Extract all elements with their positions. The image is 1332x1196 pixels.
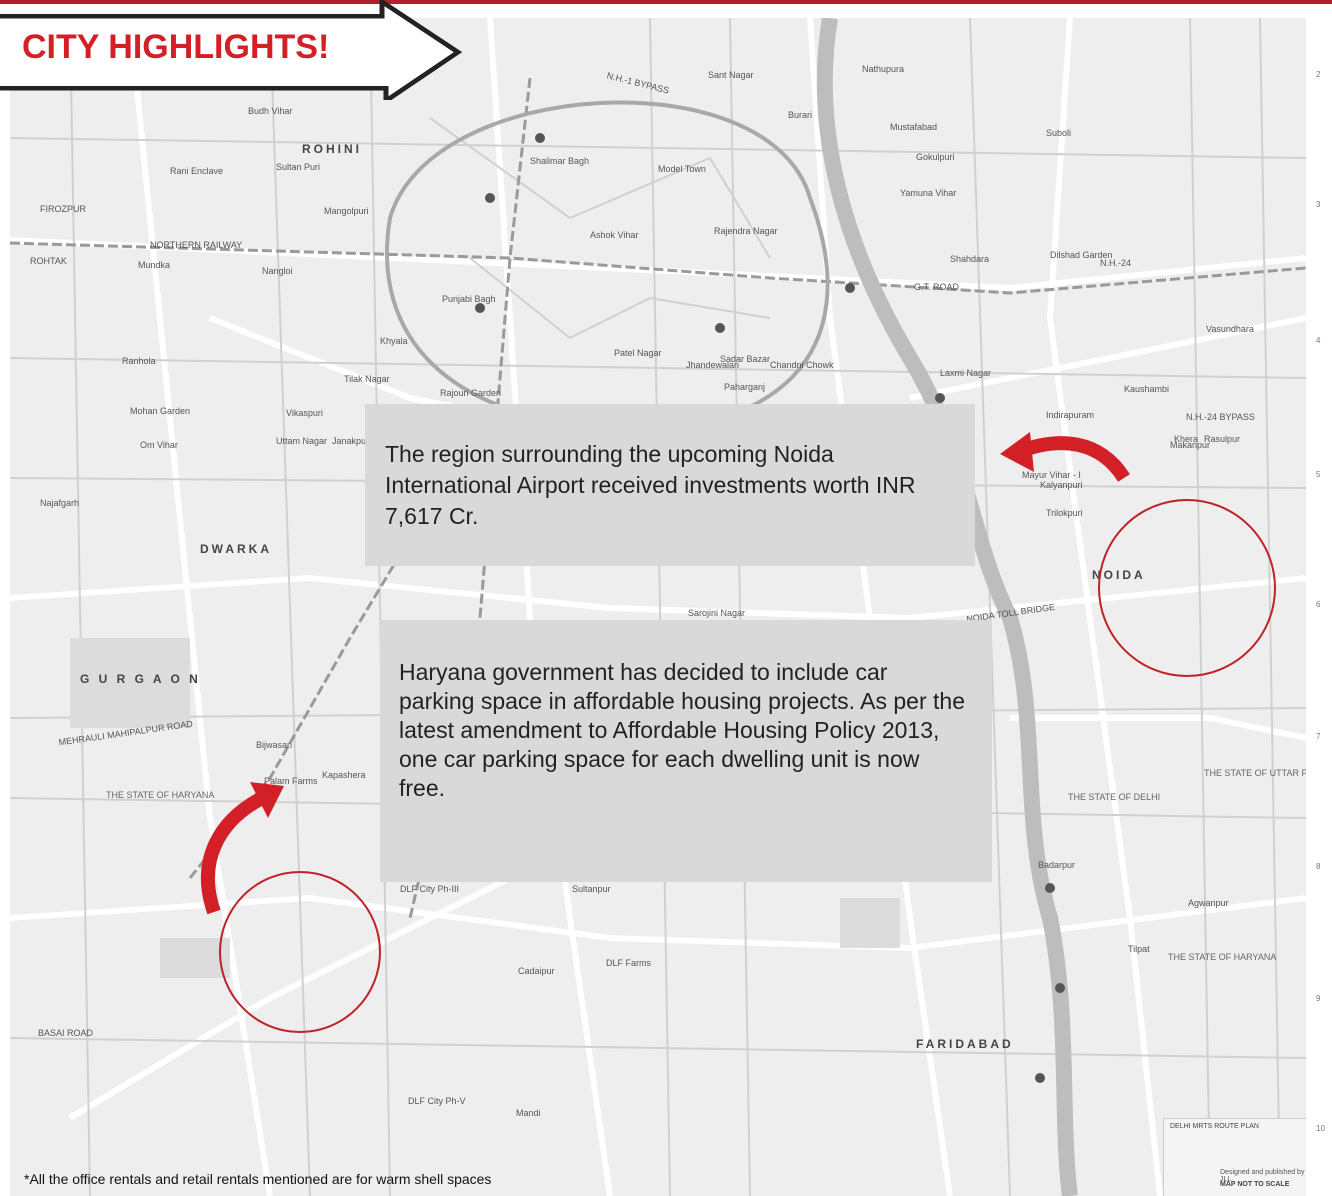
- place-label: Mohan Garden: [130, 406, 191, 416]
- road-label: G.T. ROAD: [914, 282, 960, 292]
- top-accent-bar: [0, 0, 1332, 4]
- grid-number: 9: [1316, 994, 1321, 1003]
- place-label: Janakpuri: [332, 436, 372, 446]
- place-label: Sant Nagar: [708, 70, 754, 80]
- haryana-parking-callout: Haryana government has decided to includ…: [380, 620, 992, 882]
- place-label: Om Vihar: [140, 440, 178, 450]
- grid-number: 6: [1316, 600, 1321, 609]
- state-label-haryana-east: THE STATE OF HARYANA: [1168, 952, 1277, 962]
- place-label: Suboli: [1046, 128, 1072, 138]
- place-label: Badarpur: [1038, 860, 1076, 870]
- place-label: Cadaipur: [518, 966, 555, 976]
- place-label: Agwanpur: [1188, 898, 1229, 908]
- noida-airport-callout-text: The region surrounding the upcoming Noid…: [385, 441, 916, 529]
- grid-number: 4: [1316, 336, 1321, 345]
- place-label: Mundka: [138, 260, 171, 270]
- road-label: BASAI ROAD: [38, 1028, 94, 1038]
- grid-number: 7: [1316, 732, 1321, 741]
- grid-number: 10: [1316, 1124, 1325, 1133]
- place-label: DLF City Ph-III: [400, 884, 460, 894]
- state-label-delhi: THE STATE OF DELHI: [1068, 792, 1161, 802]
- map-roads-layer: [10, 18, 1306, 1196]
- place-label: Burari: [788, 110, 813, 120]
- place-label: Mayur Vihar - I: [1022, 470, 1081, 480]
- place-label: Nathupura: [862, 64, 905, 74]
- place-label: Sadar Bazar: [720, 354, 771, 364]
- place-label: Kaushambi: [1124, 384, 1170, 394]
- haryana-parking-callout-text: Haryana government has decided to includ…: [399, 659, 965, 801]
- place-label: Jhandewalan: [686, 360, 740, 370]
- place-label: Khyala: [380, 336, 408, 346]
- state-label-uttar-pradesh: THE STATE OF UTTAR PRADESH: [1204, 768, 1306, 778]
- delhi-ncr-map: ROHINI DWARKA NOIDA G U R G A O N FARIDA…: [10, 18, 1306, 1196]
- place-label: Vasundhara: [1206, 324, 1254, 334]
- road-label: NORTHERN RAILWAY: [150, 240, 243, 250]
- place-label: Kapashera: [322, 770, 366, 780]
- place-label: Mandi: [516, 1108, 541, 1118]
- legend-scale-note: MAP NOT TO SCALE: [1220, 1181, 1290, 1188]
- state-label-haryana: THE STATE OF HARYANA: [106, 790, 215, 800]
- region-label-gurgaon: G U R G A O N: [80, 672, 201, 686]
- place-label: Sarojini Nagar: [688, 608, 746, 618]
- city-highlights-banner: CITY HIGHLIGHTS!: [0, 0, 470, 106]
- banner-title: CITY HIGHLIGHTS!: [22, 28, 330, 66]
- region-label-rohini: ROHINI: [302, 142, 362, 156]
- place-label: Chandni Chowk: [770, 360, 834, 370]
- grid-number: 5: [1316, 470, 1321, 479]
- road-label: FIROZPUR: [40, 204, 86, 214]
- place-label: DLF City Ph-V: [408, 1096, 466, 1106]
- region-label-dwarka: DWARKA: [200, 542, 272, 556]
- place-label: Model Town: [658, 164, 706, 174]
- place-label: Mustafabad: [890, 122, 938, 132]
- place-label: Dilshad Garden: [1050, 250, 1113, 260]
- place-label: Palam Farms: [264, 776, 318, 786]
- grid-number: 3: [1316, 200, 1321, 209]
- region-label-noida: NOIDA: [1092, 568, 1146, 582]
- legend-title: DELHI MRTS ROUTE PLAN: [1170, 1123, 1259, 1130]
- place-label: Shahdara: [950, 254, 990, 264]
- legend-credit: Designed and published by JLL: [1220, 1169, 1305, 1183]
- place-label: Bijwasan: [256, 740, 293, 750]
- place-label: Sultan Puri: [276, 162, 321, 172]
- map-legend: DELHI MRTS ROUTE PLAN Designed and publi…: [1163, 1118, 1306, 1196]
- region-label-faridabad: FARIDABAD: [916, 1037, 1014, 1051]
- place-label: DLF Farms: [606, 958, 651, 968]
- place-label: Rajendra Nagar: [714, 226, 778, 236]
- place-label: Yamuna Vihar: [900, 188, 957, 198]
- place-label: Trilokpuri: [1046, 508, 1083, 518]
- place-label: Laxmi Nagar: [940, 368, 992, 378]
- place-label: Najafgarh: [40, 498, 80, 508]
- place-label: Vikaspuri: [286, 408, 323, 418]
- grid-number: 2: [1316, 70, 1321, 79]
- place-label: Khera: [1174, 434, 1199, 444]
- place-label: Gokulpuri: [916, 152, 955, 162]
- place-label: Budh Vihar: [248, 106, 293, 116]
- place-label: Ashok Vihar: [590, 230, 639, 240]
- place-label: Nangloi: [262, 266, 293, 276]
- place-label: Sultanpur: [572, 884, 611, 894]
- place-label: Ranhola: [122, 356, 156, 366]
- noida-airport-callout: The region surrounding the upcoming Noid…: [365, 404, 975, 566]
- place-label: Shalimar Bagh: [530, 156, 590, 166]
- grid-number: 8: [1316, 862, 1321, 871]
- place-label: Kalyanpuri: [1040, 480, 1083, 490]
- place-label: Mangolpuri: [324, 206, 369, 216]
- banner-arrow-shape: [0, 0, 463, 106]
- road-label: N.H.-24 BYPASS: [1186, 412, 1255, 422]
- place-label: Punjabi Bagh: [442, 294, 496, 304]
- place-label: Makanpur: [1170, 440, 1211, 450]
- place-label: Rajouri Garden: [440, 388, 502, 398]
- footnote: *All the office rentals and retail renta…: [24, 1171, 492, 1187]
- place-label: Rani Enclave: [170, 166, 224, 176]
- road-label: ROHTAK: [30, 256, 67, 266]
- place-label: Uttam Nagar: [276, 436, 328, 446]
- place-label: Indirapuram: [1046, 410, 1095, 420]
- road-label: N.H.-24: [1100, 258, 1132, 268]
- place-label: Tilpat: [1128, 944, 1150, 954]
- place-label: Patel Nagar: [614, 348, 662, 358]
- place-label: Rasulpur: [1204, 434, 1241, 444]
- place-label: Paharganj: [724, 382, 766, 392]
- place-label: Tilak Nagar: [344, 374, 390, 384]
